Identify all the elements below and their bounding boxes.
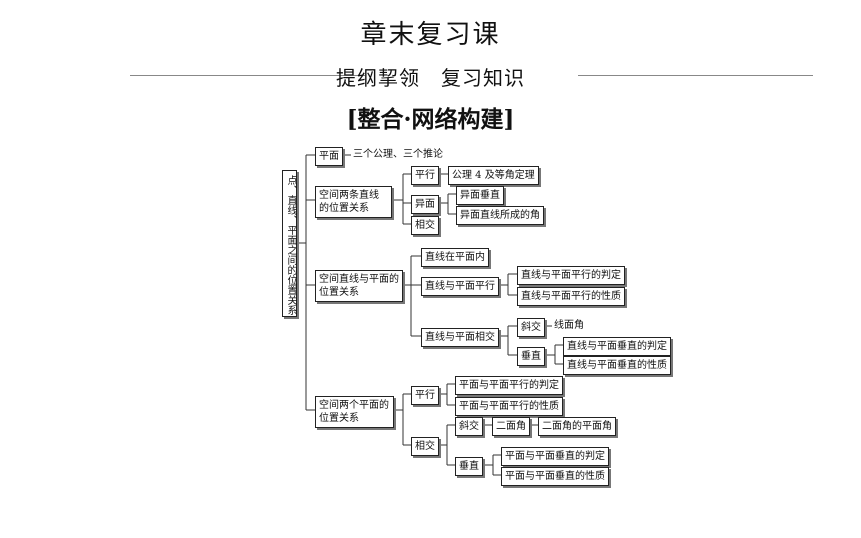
node-perpendicular: 垂直 (517, 347, 545, 366)
node-lp-parallel-test: 直线与平面平行的判定 (517, 266, 625, 285)
node-skew-perp: 异面垂直 (456, 186, 504, 205)
node-plane: 平面 (315, 147, 343, 166)
right-rule (578, 75, 813, 76)
node-lines-skew: 异面 (411, 195, 439, 214)
node-skew-angle: 异面直线所成的角 (456, 206, 544, 225)
node-dihedral-plane-angle: 二面角的平面角 (538, 417, 616, 436)
node-two-lines: 空间两条直线的位置关系 (315, 186, 392, 218)
node-pp-parallel-test: 平面与平面平行的判定 (455, 376, 563, 395)
node-pp-perp-prop: 平面与平面垂直的性质 (501, 467, 609, 486)
node-pp-perp-test: 平面与平面垂直的判定 (501, 447, 609, 466)
node-lines-intersect: 相交 (411, 216, 439, 235)
node-pp-oblique: 斜交 (455, 417, 483, 436)
node-lines-parallel: 平行 (411, 166, 439, 185)
chapter-title: 章末复习课 (360, 20, 501, 50)
node-pp-perpendicular: 垂直 (455, 457, 483, 476)
node-oblique: 斜交 (517, 318, 545, 337)
node-planes-parallel: 平行 (411, 386, 439, 405)
node-planes-intersect: 相交 (411, 437, 439, 456)
node-line-intersect-plane: 直线与平面相交 (421, 328, 499, 347)
left-rule (130, 75, 365, 76)
node-line-in-plane: 直线在平面内 (421, 248, 489, 267)
subtitle: 提纲挈领 复习知识 (336, 66, 525, 90)
root-node: 点、直线、平面之间的位置关系 (282, 170, 297, 317)
node-line-plane-angle: 线面角 (554, 320, 584, 331)
node-dihedral: 二面角 (492, 417, 530, 436)
node-lp-parallel-prop: 直线与平面平行的性质 (517, 287, 625, 306)
node-two-planes: 空间两个平面的位置关系 (315, 396, 394, 428)
node-line-parallel-plane: 直线与平面平行 (421, 277, 499, 296)
node-axioms: 三个公理、三个推论 (353, 149, 443, 160)
section-heading: [整合·网络构建] (346, 106, 515, 133)
node-lp-perp-test: 直线与平面垂直的判定 (563, 337, 671, 356)
node-pp-parallel-prop: 平面与平面平行的性质 (455, 397, 563, 416)
node-lp-perp-prop: 直线与平面垂直的性质 (563, 356, 671, 375)
node-axiom4: 公理 4 及等角定理 (448, 166, 539, 185)
node-line-plane: 空间直线与平面的位置关系 (315, 270, 403, 302)
